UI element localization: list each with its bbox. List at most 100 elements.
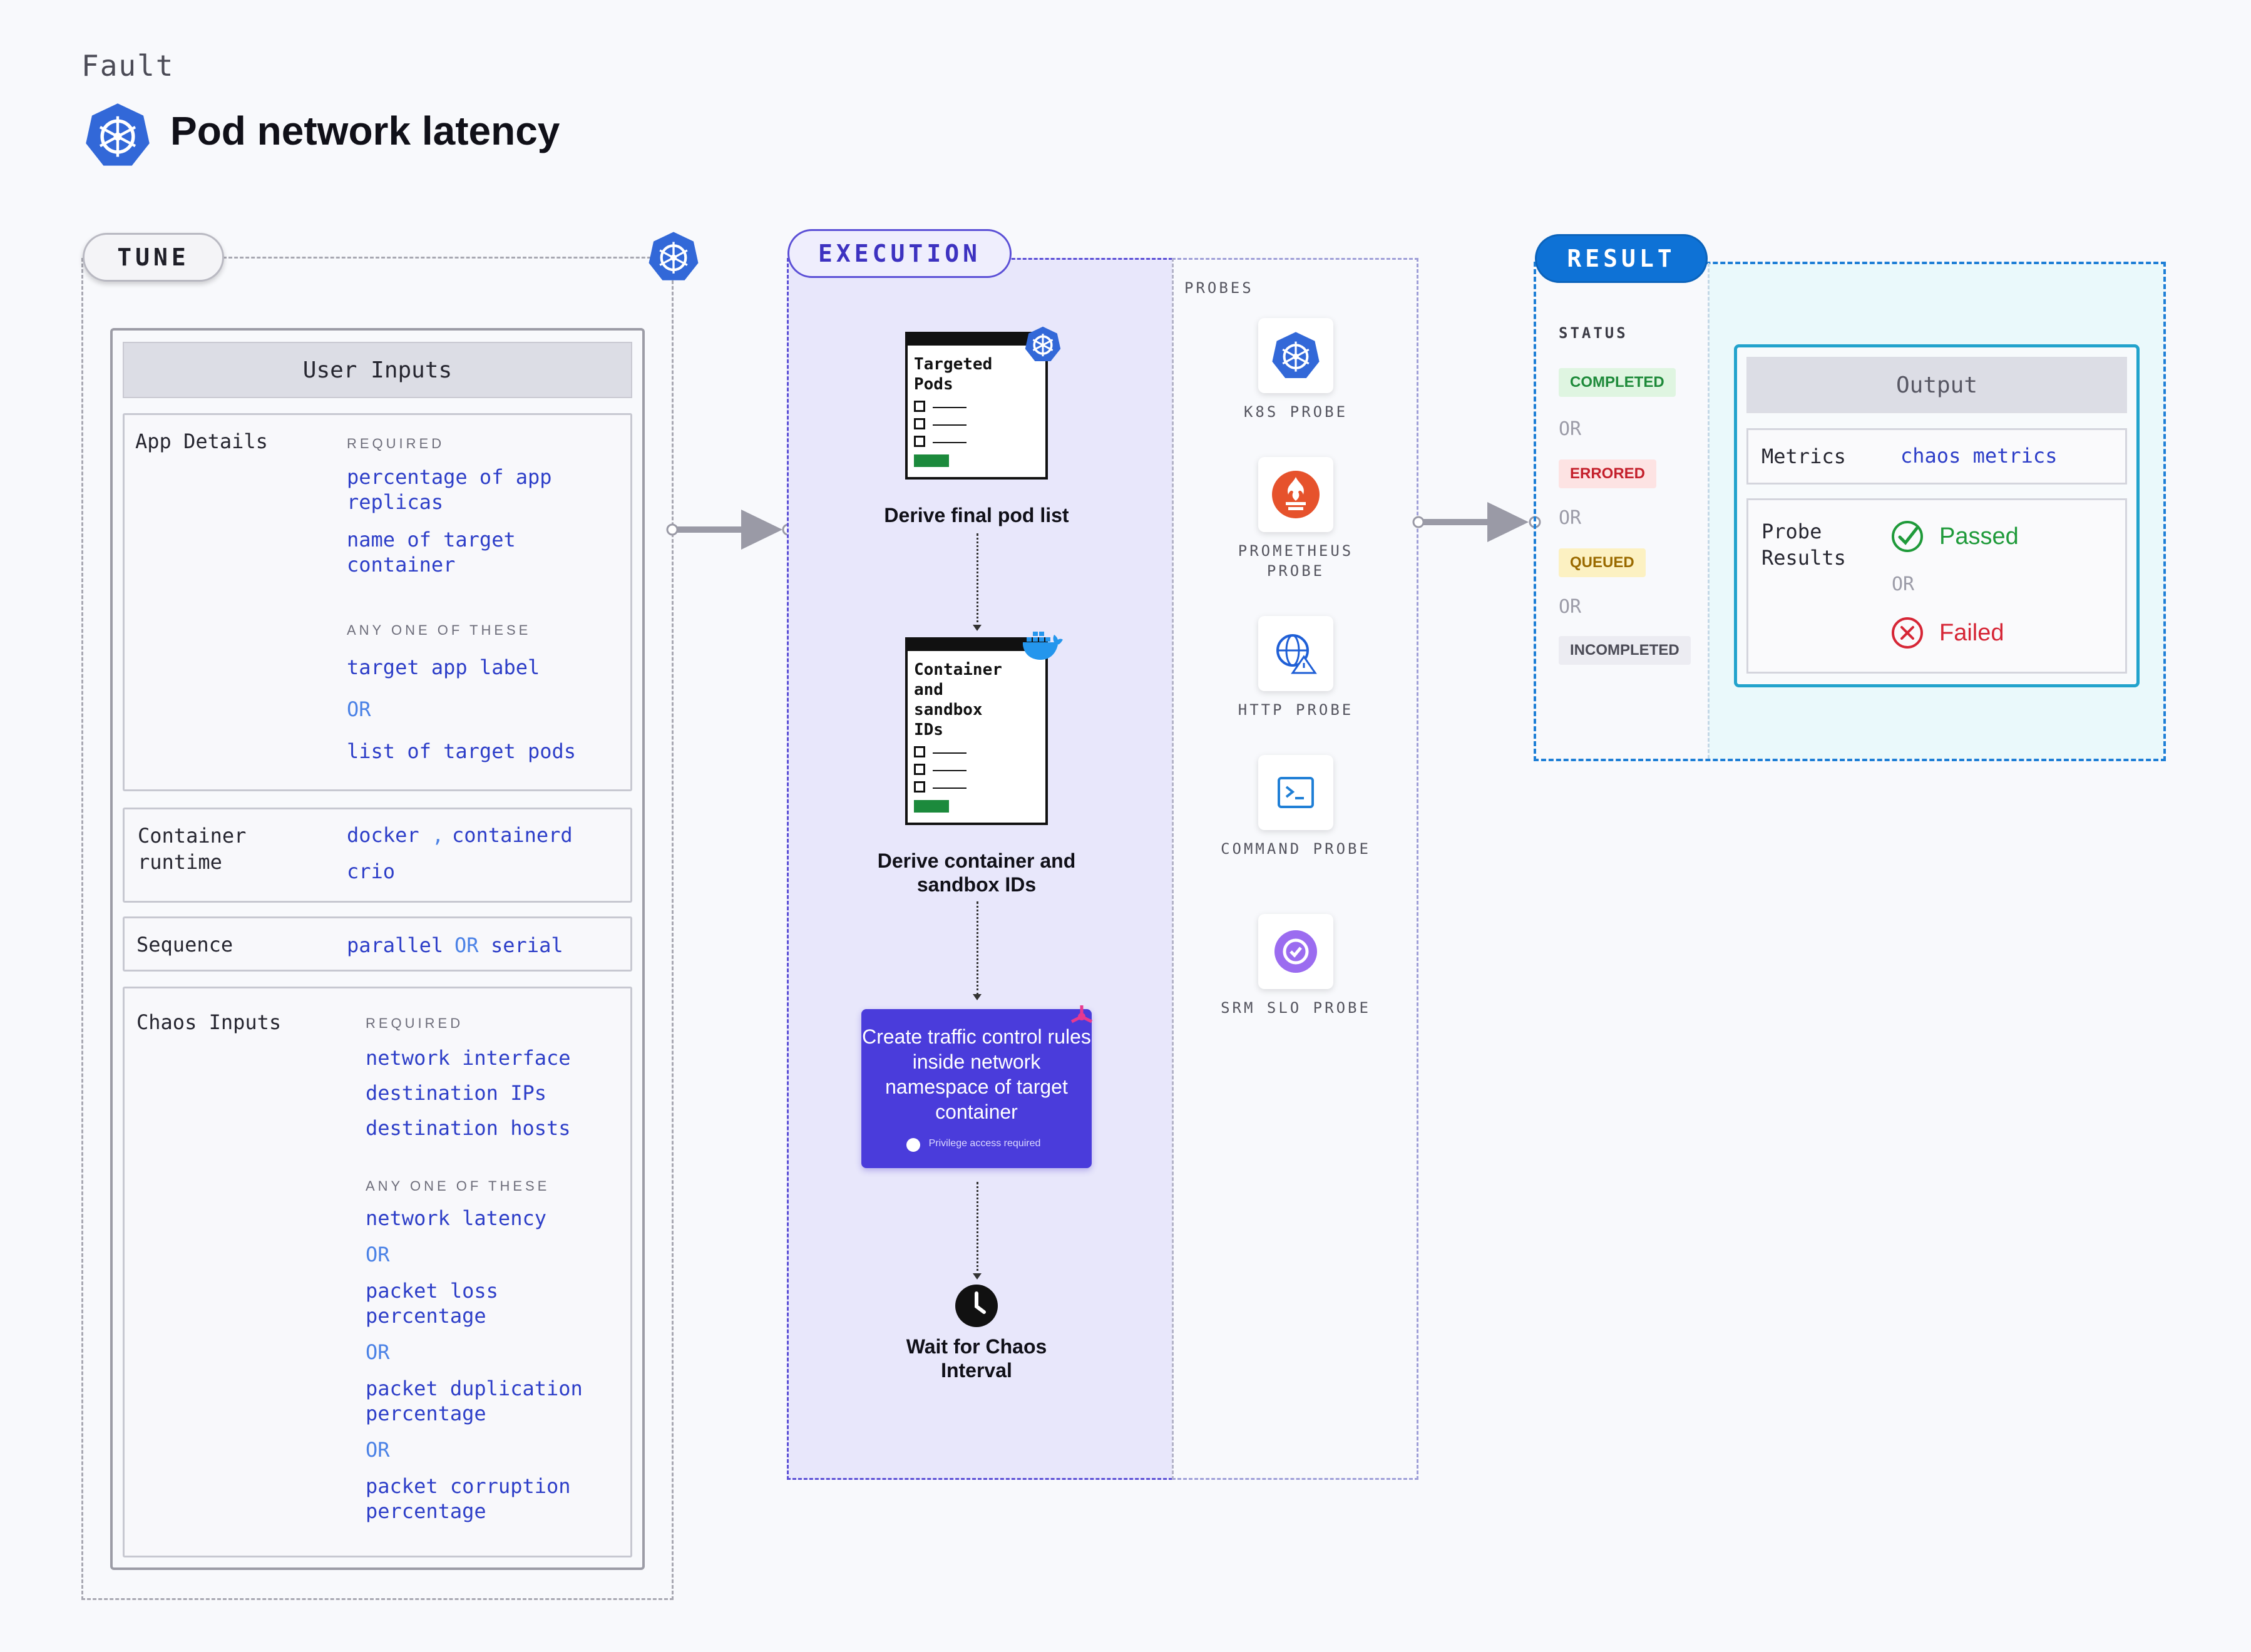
status-queued: QUEUED — [1559, 548, 1646, 577]
chaos-any-one-label: ANY ONE OF THESE — [366, 1178, 550, 1194]
checkbox — [914, 436, 925, 447]
checkbox-line — [933, 424, 967, 426]
prometheus-icon — [1272, 471, 1320, 518]
runtime-separator: , — [432, 823, 444, 847]
srm-slo-icon — [1274, 930, 1317, 973]
checkbox-line — [933, 442, 967, 443]
runtime-crio: crio — [347, 859, 396, 883]
result-frame — [1534, 262, 2166, 761]
metrics-value: chaos metrics — [1900, 444, 2058, 468]
input-app-replicas: percentage of app replicas — [347, 465, 552, 514]
app-details-label: App Details — [135, 429, 268, 453]
sequence-serial: serial — [491, 933, 563, 957]
green-bar — [914, 800, 949, 813]
flow-arrowhead — [973, 625, 982, 631]
input-network-latency: network latency — [366, 1206, 546, 1230]
step-kubernetes-icon — [1024, 326, 1062, 363]
page-title: Pod network latency — [170, 108, 560, 153]
result-pill: RESULT — [1535, 234, 1708, 283]
tune-frame — [81, 258, 674, 1600]
passed-icon — [1890, 520, 1924, 553]
execution-to-result-arrow — [1412, 497, 1542, 547]
flow-arrowhead — [973, 1273, 982, 1280]
chaos-or-3: OR — [366, 1438, 390, 1462]
flow-connector — [977, 533, 978, 627]
step-derive-pod-list: Derive final pod list — [884, 504, 1069, 526]
tune-to-execution-arrow — [666, 505, 797, 555]
checkbox-line — [933, 788, 967, 789]
container-ids-card — [905, 637, 1048, 825]
tune-kubernetes-icon — [647, 230, 700, 283]
status-or-1: OR — [1559, 418, 1582, 440]
flow-connector — [977, 1182, 978, 1276]
flow-connector — [977, 901, 978, 995]
checkbox-line — [933, 770, 967, 771]
http-probe-tile — [1258, 616, 1333, 691]
app-details-panel — [123, 413, 632, 791]
command-probe-label: COMMAND PROBE — [1221, 840, 1371, 858]
chaos-inputs-label: Chaos Inputs — [136, 1010, 282, 1034]
user-inputs-title: User Inputs — [123, 342, 632, 398]
k8s-probe-tile — [1258, 318, 1333, 393]
probes-frame — [1172, 258, 1418, 1480]
http-globe-icon — [1276, 634, 1317, 674]
input-target-app-label: target app label — [347, 655, 540, 679]
step-derive-container-ids: Derive container and sandbox IDs — [877, 849, 1076, 896]
checkbox — [914, 781, 925, 793]
traffic-control-step — [861, 1009, 1092, 1168]
srm-slo-probe-tile — [1258, 914, 1333, 989]
input-packet-corruption: packet corruption percentage — [366, 1474, 571, 1523]
input-packet-duplication: packet duplication percentage — [366, 1377, 583, 1425]
user-inputs-card — [110, 328, 645, 1570]
privilege-icon — [906, 1138, 920, 1152]
chaos-or-2: OR — [366, 1340, 390, 1364]
execution-pill: EXECUTION — [787, 229, 1012, 278]
sequence-panel — [123, 916, 632, 972]
kubernetes-icon — [84, 101, 151, 169]
input-destination-ips: destination IPs — [366, 1081, 546, 1105]
any-one-label: ANY ONE OF THESE — [347, 622, 531, 638]
prometheus-probe-label: PROMETHEUS PROBE — [1238, 542, 1354, 580]
status-errored: ERRORED — [1559, 459, 1657, 488]
chaos-hub-icon — [1068, 1003, 1095, 1030]
passed-label: Passed — [1939, 523, 2019, 550]
chaos-inputs-panel — [123, 987, 632, 1557]
container-runtime-label: Container runtime — [138, 824, 247, 874]
output-title: Output — [1746, 357, 2127, 413]
http-probe-label: HTTP PROBE — [1238, 701, 1354, 719]
probe-or: OR — [1892, 573, 1915, 595]
input-target-container: name of target container — [347, 528, 516, 577]
input-network-interface: network interface — [366, 1046, 571, 1070]
checkbox — [914, 746, 925, 757]
targeted-pods-card-text: Targeted Pods — [914, 355, 993, 394]
result-divider — [1708, 263, 1710, 759]
tune-pill: TUNE — [83, 233, 224, 282]
runtime-docker: docker — [347, 823, 419, 847]
checkbox — [914, 418, 925, 429]
container-runtime-panel — [123, 808, 632, 903]
chaos-required-label: REQUIRED — [366, 1015, 464, 1031]
status-completed: COMPLETED — [1559, 368, 1676, 397]
or-label: OR — [347, 697, 371, 721]
green-bar — [914, 454, 949, 467]
traffic-control-text: Create traffic control rules inside netw… — [862, 1025, 1091, 1123]
status-or-2: OR — [1559, 507, 1582, 529]
container-ids-card-text: Container and sandbox IDs — [914, 660, 1002, 739]
input-destination-hosts: destination hosts — [366, 1116, 571, 1140]
metrics-label: Metrics — [1761, 444, 1846, 468]
flow-arrowhead — [973, 994, 982, 1000]
sequence-or: OR — [454, 933, 479, 957]
checkbox — [914, 401, 925, 412]
privilege-note: Privilege access required — [928, 1138, 1041, 1149]
command-probe-tile — [1258, 755, 1333, 830]
runtime-containerd: containerd — [452, 823, 573, 847]
step-wait-chaos-interval: Wait for Chaos Interval — [906, 1335, 1047, 1382]
sequence-label: Sequence — [136, 933, 233, 957]
required-label: REQUIRED — [347, 436, 445, 451]
probes-label: PROBES — [1184, 279, 1254, 297]
failed-label: Failed — [1939, 620, 2004, 646]
probe-results-label: Probe Results — [1761, 520, 1846, 570]
checkbox-line — [933, 407, 967, 408]
kubernetes-icon — [1272, 332, 1320, 378]
status-or-3: OR — [1559, 596, 1582, 618]
